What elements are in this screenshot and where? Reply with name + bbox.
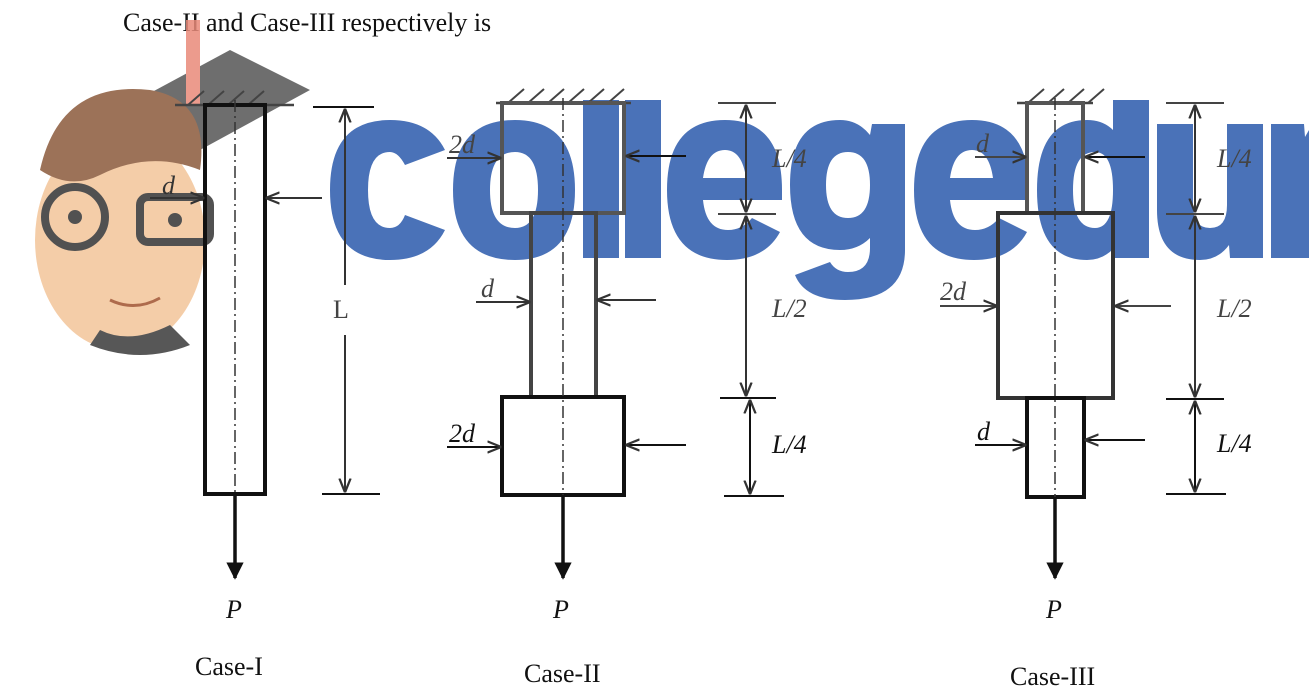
case1-length-label: L bbox=[333, 295, 349, 324]
case2-caption: Case-II bbox=[524, 659, 601, 688]
case3-load-label: P bbox=[1045, 595, 1062, 624]
case1-load-label: P bbox=[225, 595, 242, 624]
tassel-icon bbox=[186, 20, 200, 105]
watermark bbox=[330, 100, 1309, 300]
case3-caption: Case-III bbox=[1010, 662, 1095, 691]
case2-bottom-diameter-label: 2d bbox=[449, 419, 476, 448]
case2-middle-length-label: L/2 bbox=[771, 294, 807, 323]
case2-top-length-label: L/4 bbox=[771, 144, 807, 173]
case3-bottom-length-label: L/4 bbox=[1216, 429, 1252, 458]
case2-top-diameter-label: 2d bbox=[449, 130, 476, 159]
case2-figure bbox=[447, 88, 784, 580]
case3-figure bbox=[940, 88, 1226, 580]
case1-diameter-label: d bbox=[162, 171, 176, 200]
case3-bottom-diameter-label: d bbox=[977, 417, 991, 446]
case1-caption: Case-I bbox=[195, 652, 263, 681]
case3-top-diameter-label: d bbox=[976, 129, 990, 158]
case1-figure bbox=[150, 90, 380, 580]
case2-load-label: P bbox=[552, 595, 569, 624]
case2-bottom-length-label: L/4 bbox=[771, 430, 807, 459]
case3-middle-length-label: L/2 bbox=[1216, 294, 1252, 323]
case2-middle-diameter-label: d bbox=[481, 274, 495, 303]
question-text: Case-II and Case-III respectively is bbox=[123, 8, 492, 37]
case3-middle-diameter-label: 2d bbox=[940, 277, 967, 306]
glasses-icon bbox=[41, 183, 109, 251]
case3-top-length-label: L/4 bbox=[1216, 144, 1252, 173]
